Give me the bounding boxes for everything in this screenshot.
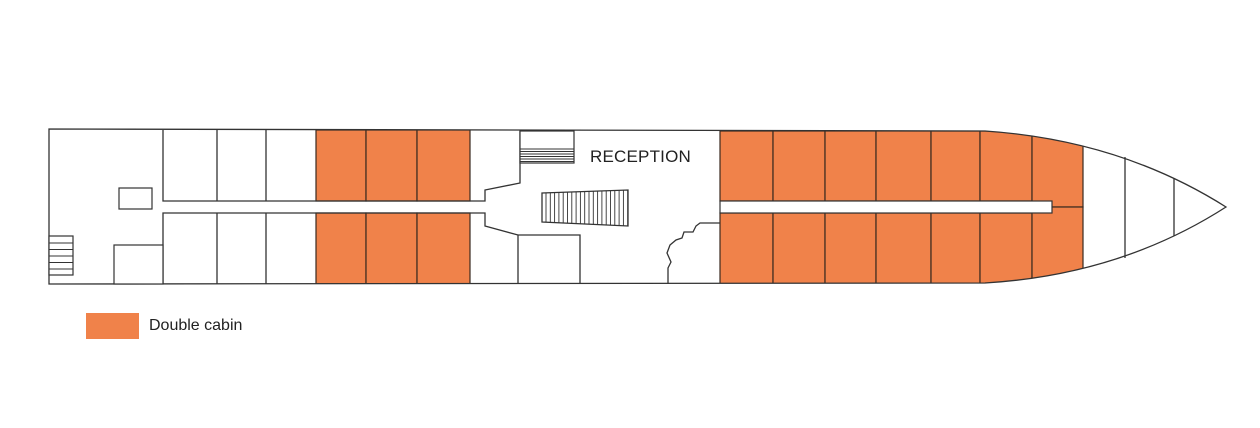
double-cabin[interactable] <box>930 130 981 202</box>
central-staircase-icon <box>541 189 629 227</box>
reception-stairs-icon <box>519 130 575 164</box>
legend-label-double-cabin: Double cabin <box>149 317 243 334</box>
legend-swatch-double-cabin <box>86 313 139 339</box>
double-cabin[interactable] <box>930 212 981 284</box>
double-cabin[interactable] <box>416 212 471 284</box>
aft-small-box <box>118 187 153 210</box>
double-cabin[interactable] <box>1031 130 1084 208</box>
double-cabin[interactable] <box>719 212 774 284</box>
double-cabin[interactable] <box>719 130 774 202</box>
reception-counter <box>666 222 720 284</box>
double-cabin[interactable] <box>416 129 471 202</box>
double-cabin[interactable] <box>824 130 877 202</box>
double-cabin[interactable] <box>979 212 1033 284</box>
double-cabin[interactable] <box>875 212 932 284</box>
double-cabin[interactable] <box>979 130 1033 202</box>
corridor <box>719 200 1053 214</box>
aft-room <box>113 244 164 285</box>
aft-top-rooms <box>162 130 521 202</box>
double-cabin[interactable] <box>315 129 367 202</box>
aft-stairs-icon <box>48 235 74 276</box>
double-cabin[interactable] <box>365 129 418 202</box>
double-cabin[interactable] <box>824 212 877 284</box>
double-cabin[interactable] <box>772 130 826 202</box>
reception-label: RECEPTION <box>590 147 691 166</box>
aft-bottom-rooms <box>162 212 581 284</box>
bow-dividers <box>1124 157 1175 258</box>
double-cabin[interactable] <box>315 212 367 284</box>
double-cabin[interactable] <box>365 212 418 284</box>
double-cabin[interactable] <box>1031 206 1084 284</box>
hull-outline <box>48 128 1228 285</box>
double-cabin[interactable] <box>875 130 932 202</box>
double-cabin[interactable] <box>772 212 826 284</box>
